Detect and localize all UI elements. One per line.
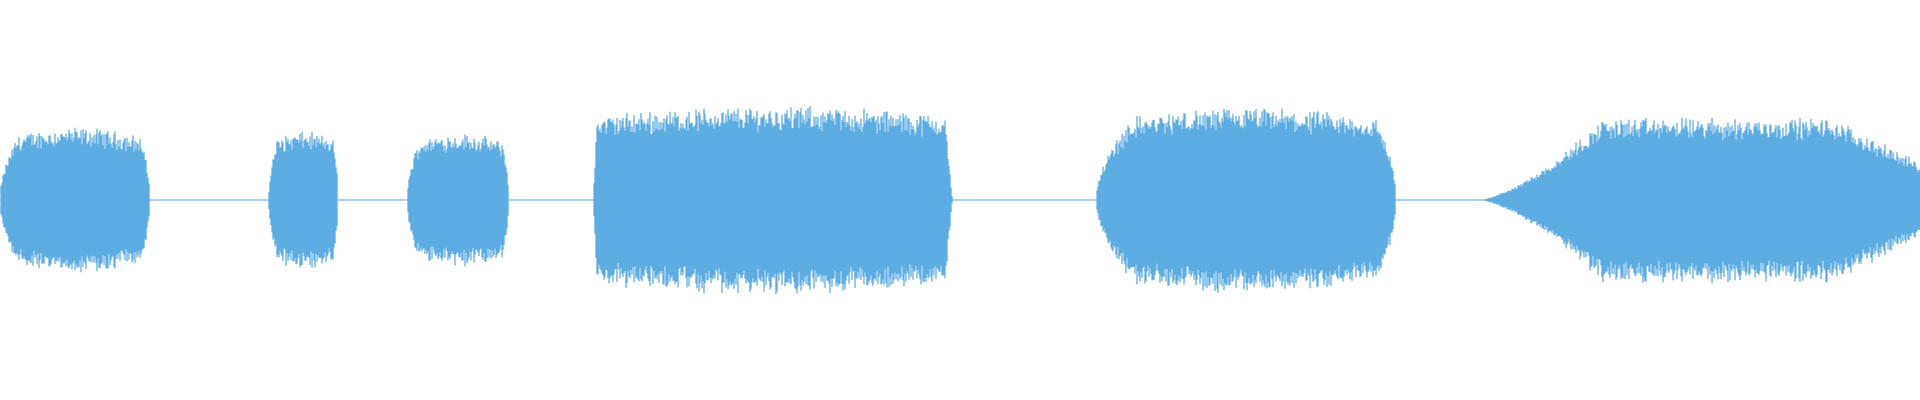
waveform-segment-clip-2 [268, 131, 338, 268]
waveform-segment-clip-3 [407, 134, 509, 267]
waveform-segment-clip-1 [0, 127, 150, 273]
waveform-segment-clip-4 [593, 105, 953, 295]
waveform-segment-clip-6 [1480, 117, 1920, 284]
waveform-clips [0, 105, 1920, 295]
waveform-segment-clip-5 [1096, 108, 1396, 293]
